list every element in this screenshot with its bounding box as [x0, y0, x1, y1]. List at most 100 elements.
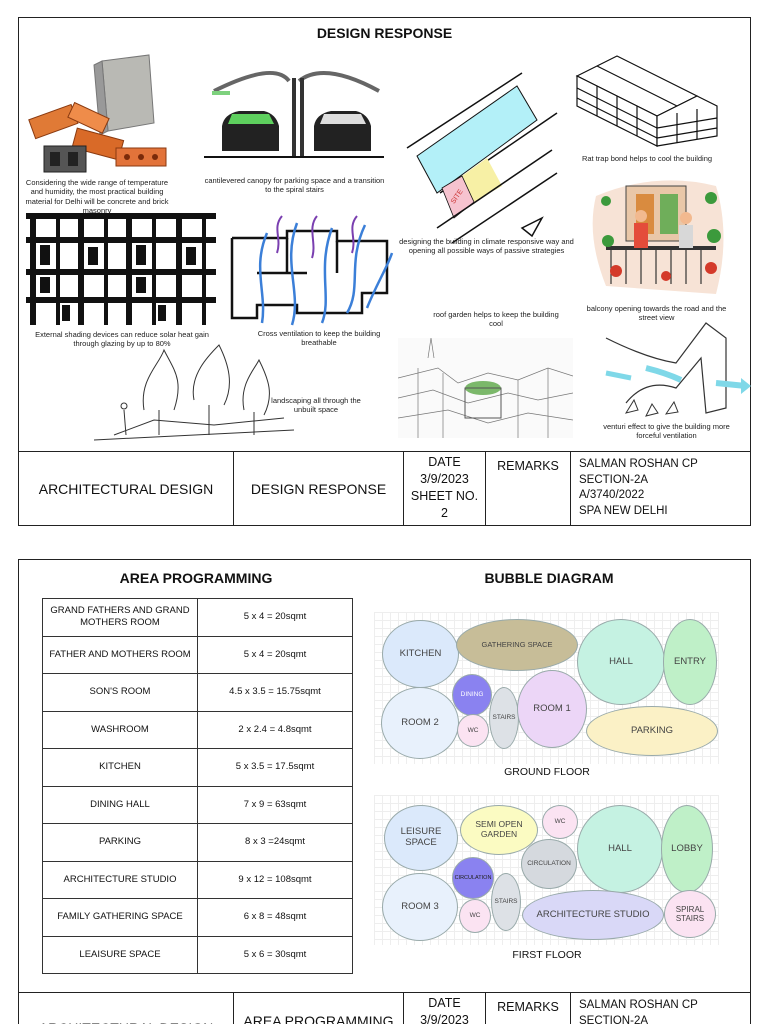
bubble-hall-first: HALL: [577, 805, 663, 893]
ground-floor-diagram: KITCHEN GATHERING SPACE HALL ENTRY DININ…: [374, 612, 719, 764]
student-section: SECTION-2A: [579, 473, 649, 486]
canopy-caption: cantilevered canopy for parking space an…: [204, 176, 385, 195]
bubble-wc-top: WC: [542, 805, 578, 839]
bubble-wc: WC: [457, 714, 489, 747]
bubble-leisure-space: LEISURE SPACE: [384, 805, 458, 871]
student-name: SALMAN ROSHAN CP: [579, 458, 698, 470]
student-info-cell: SALMAN ROSHAN CP SECTION-2A A/3740/2022 …: [571, 452, 752, 525]
building-materials-illustration: [28, 54, 167, 173]
room-area-cell: 5 x 3.5 = 17.5sqmt: [197, 748, 353, 787]
area-programming-title: AREA PROGRAMMING: [119, 570, 273, 586]
date-label: DATE: [428, 455, 461, 469]
remarks-cell-2: REMARKS: [486, 993, 571, 1024]
course-cell-2: ARCHITECTURAL DESIGN: [19, 993, 234, 1024]
date-sheet-cell: DATE 3/9/2023 SHEET NO. 2: [404, 452, 486, 525]
title-block-2: ARCHITECTURAL DESIGN AREA PROGRAMMING DA…: [19, 992, 750, 1024]
bubble-room-3: ROOM 3: [382, 873, 458, 941]
student-roll: A/3740/2022: [579, 489, 645, 501]
site-diagram: SITE: [406, 72, 558, 243]
room-area-cell: 5 x 4 = 20sqmt: [197, 598, 353, 637]
site-caption: designing the building in climate respon…: [399, 237, 574, 256]
bubble-circulation-2: CIRCULATION: [452, 857, 494, 899]
bubble-spiral-stairs: SPIRAL STAIRS: [664, 890, 716, 938]
bubble-circulation-1: CIRCULATION: [521, 839, 577, 889]
room-name-cell: PARKING: [42, 823, 198, 862]
landscaping-caption: landscaping all through the unbuilt spac…: [271, 396, 361, 415]
shading-caption: External shading devices can reduce sola…: [35, 330, 209, 349]
room-name-cell: DINING HALL: [42, 785, 198, 824]
room-name-cell: KITCHEN: [42, 748, 198, 787]
bubble-hall: HALL: [577, 619, 665, 705]
bubble-kitchen: KITCHEN: [382, 620, 459, 688]
venturi-effect-diagram: [605, 322, 751, 417]
bubble-entry: ENTRY: [663, 619, 717, 705]
school-name: SPA NEW DELHI: [579, 504, 668, 517]
bubble-lobby: LOBBY: [661, 805, 713, 893]
date-cell-2: DATE 3/9/2023: [404, 993, 486, 1024]
room-name-cell: LEAISURE SPACE: [42, 935, 198, 974]
sheet-no-label: SHEET NO.: [410, 489, 479, 503]
sheet-title: DESIGN RESPONSE: [316, 25, 453, 41]
room-area-cell: 5 x 4 = 20sqmt: [197, 635, 353, 674]
student-section-2: SECTION-2A: [579, 1014, 649, 1024]
room-area-cell: 7 x 9 = 63sqmt: [197, 785, 353, 824]
room-area-cell: 2 x 2.4 = 4.8sqmt: [197, 710, 353, 749]
cross-ventilation-diagram: [230, 215, 394, 326]
sheet-name-cell-2: AREA PROGRAMMING: [234, 993, 404, 1024]
bubble-wc-first: WC: [459, 899, 491, 933]
remarks-cell: REMARKS: [486, 452, 571, 525]
course-cell: ARCHITECTURAL DESIGN: [19, 452, 234, 525]
bubble-room-2: ROOM 2: [381, 687, 459, 759]
room-name-cell: SON'S ROOM: [42, 673, 198, 712]
design-response-sheet: DESIGN RESPONSE Considering the wide ran…: [18, 17, 751, 526]
date-value: 3/9/2023: [420, 472, 469, 486]
room-name-cell: FAMILY GATHERING SPACE: [42, 898, 198, 937]
balcony-caption: balcony opening towards the road and the…: [586, 304, 727, 323]
first-floor-label: FIRST FLOOR: [512, 949, 582, 961]
canopy-illustration: [204, 71, 384, 158]
bubble-room-1: ROOM 1: [517, 670, 587, 748]
bubble-semi-open-garden: SEMI OPEN GARDEN: [460, 805, 538, 855]
student-name-2: SALMAN ROSHAN CP: [579, 999, 698, 1011]
room-area-cell: 5 x 6 = 30sqmt: [197, 935, 353, 974]
student-info-cell-2: SALMAN ROSHAN CP SECTION-2A: [571, 993, 752, 1024]
date-value-2: 3/9/2023: [420, 1013, 469, 1024]
first-floor-diagram: LEISURE SPACE SEMI OPEN GARDEN WC HALL L…: [374, 795, 719, 945]
date-label-2: DATE: [428, 996, 461, 1010]
roof-garden-caption: roof garden helps to keep the building c…: [433, 310, 559, 329]
room-area-cell: 9 x 12 = 108sqmt: [197, 860, 353, 899]
sheet-name-cell: DESIGN RESPONSE: [234, 452, 404, 525]
rat-trap-bond-illustration: [575, 55, 718, 147]
room-name-cell: FATHER AND MOTHERS ROOM: [42, 635, 198, 674]
room-area-cell: 4.5 x 3.5 = 15.75sqmt: [197, 673, 353, 712]
room-name-cell: WASHROOM: [42, 710, 198, 749]
area-programming-sheet: AREA PROGRAMMING BUBBLE DIAGRAM GRAND FA…: [18, 559, 751, 1024]
room-area-cell: 6 x 8 = 48sqmt: [197, 898, 353, 937]
venturi-caption: venturi effect to give the building more…: [603, 422, 730, 441]
roof-garden-illustration: [398, 338, 573, 438]
bubble-gathering-space: GATHERING SPACE: [456, 619, 578, 671]
ground-floor-label: GROUND FLOOR: [504, 766, 590, 778]
shading-devices-illustration: [26, 213, 216, 325]
room-name-cell: GRAND FATHERS AND GRAND MOTHERS ROOM: [42, 598, 198, 637]
balcony-illustration: [592, 180, 724, 294]
room-area-cell: 8 x 3 =24sqmt: [197, 823, 353, 862]
title-block: ARCHITECTURAL DESIGN DESIGN RESPONSE DAT…: [19, 451, 750, 525]
bubble-parking: PARKING: [586, 706, 718, 756]
bubble-diagram-title: BUBBLE DIAGRAM: [484, 570, 614, 586]
sheet-no-value: 2: [441, 506, 448, 520]
cross-ventilation-caption: Cross ventilation to keep the building b…: [257, 329, 381, 348]
bubble-stairs: STAIRS: [489, 687, 519, 749]
bubble-dining: DINING: [452, 674, 492, 716]
bubble-stairs-first: STAIRS: [491, 873, 521, 931]
